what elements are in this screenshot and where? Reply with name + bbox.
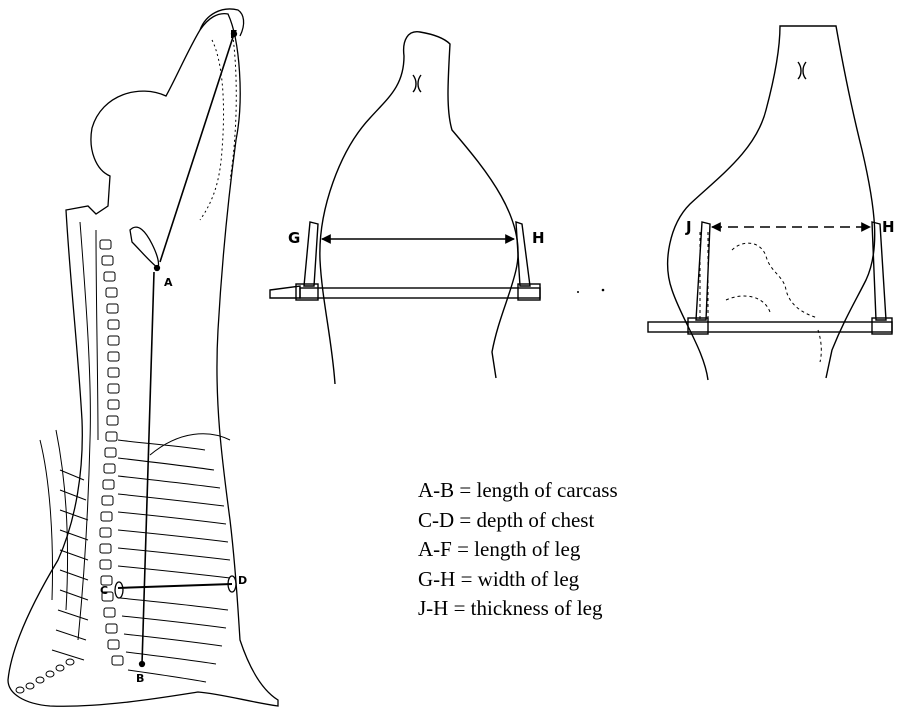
legend-length-of-leg: A-F = length of leg xyxy=(418,535,618,565)
legend-thickness-of-leg: J-H = thickness of leg xyxy=(418,594,618,624)
leg-width-jaw-left xyxy=(304,222,318,286)
carcass-side-view xyxy=(8,9,278,706)
leg-thickness-joint xyxy=(798,62,806,79)
legend-length-of-carcass: A-B = length of carcass xyxy=(418,476,618,506)
leg-width-jaw-right xyxy=(516,222,530,286)
leg-thickness-caliper-rail xyxy=(648,322,892,332)
leg-width-caliper-rail xyxy=(300,288,540,298)
point-a xyxy=(155,266,160,271)
label-h-thickness: H xyxy=(882,218,895,236)
stray-dot-2 xyxy=(602,289,605,292)
measurement-legend: A-B = length of carcass C-D = depth of c… xyxy=(418,476,618,624)
line-a-f xyxy=(160,34,234,262)
leg-thickness-view xyxy=(648,26,892,380)
label-j: J xyxy=(685,218,692,236)
vertebral-column xyxy=(100,240,123,665)
label-c: C xyxy=(100,584,108,597)
leg-dotted-bone xyxy=(200,30,236,220)
point-c-marker xyxy=(115,582,123,598)
leg-thickness-dotted-bone xyxy=(700,232,821,362)
ribs xyxy=(118,434,230,682)
carcass-outline xyxy=(8,14,278,707)
label-d: D xyxy=(238,574,247,587)
leg-width-outline xyxy=(320,32,518,384)
label-b: B xyxy=(136,672,144,685)
leg-width-view xyxy=(270,32,540,384)
line-c-d xyxy=(118,584,232,588)
flank-notch xyxy=(130,227,159,268)
leg-thickness-outline xyxy=(668,26,875,380)
label-f: F xyxy=(230,28,238,41)
label-h-width: H xyxy=(532,229,545,247)
label-a: A xyxy=(164,276,173,289)
point-b xyxy=(140,662,145,667)
leg-width-joint xyxy=(413,75,421,92)
stray-dot-1 xyxy=(577,291,579,293)
legend-width-of-leg: G-H = width of leg xyxy=(418,565,618,595)
line-a-b xyxy=(142,272,154,664)
brisket-cartilage xyxy=(16,430,88,693)
label-g: G xyxy=(288,229,300,247)
legend-depth-of-chest: C-D = depth of chest xyxy=(418,506,618,536)
